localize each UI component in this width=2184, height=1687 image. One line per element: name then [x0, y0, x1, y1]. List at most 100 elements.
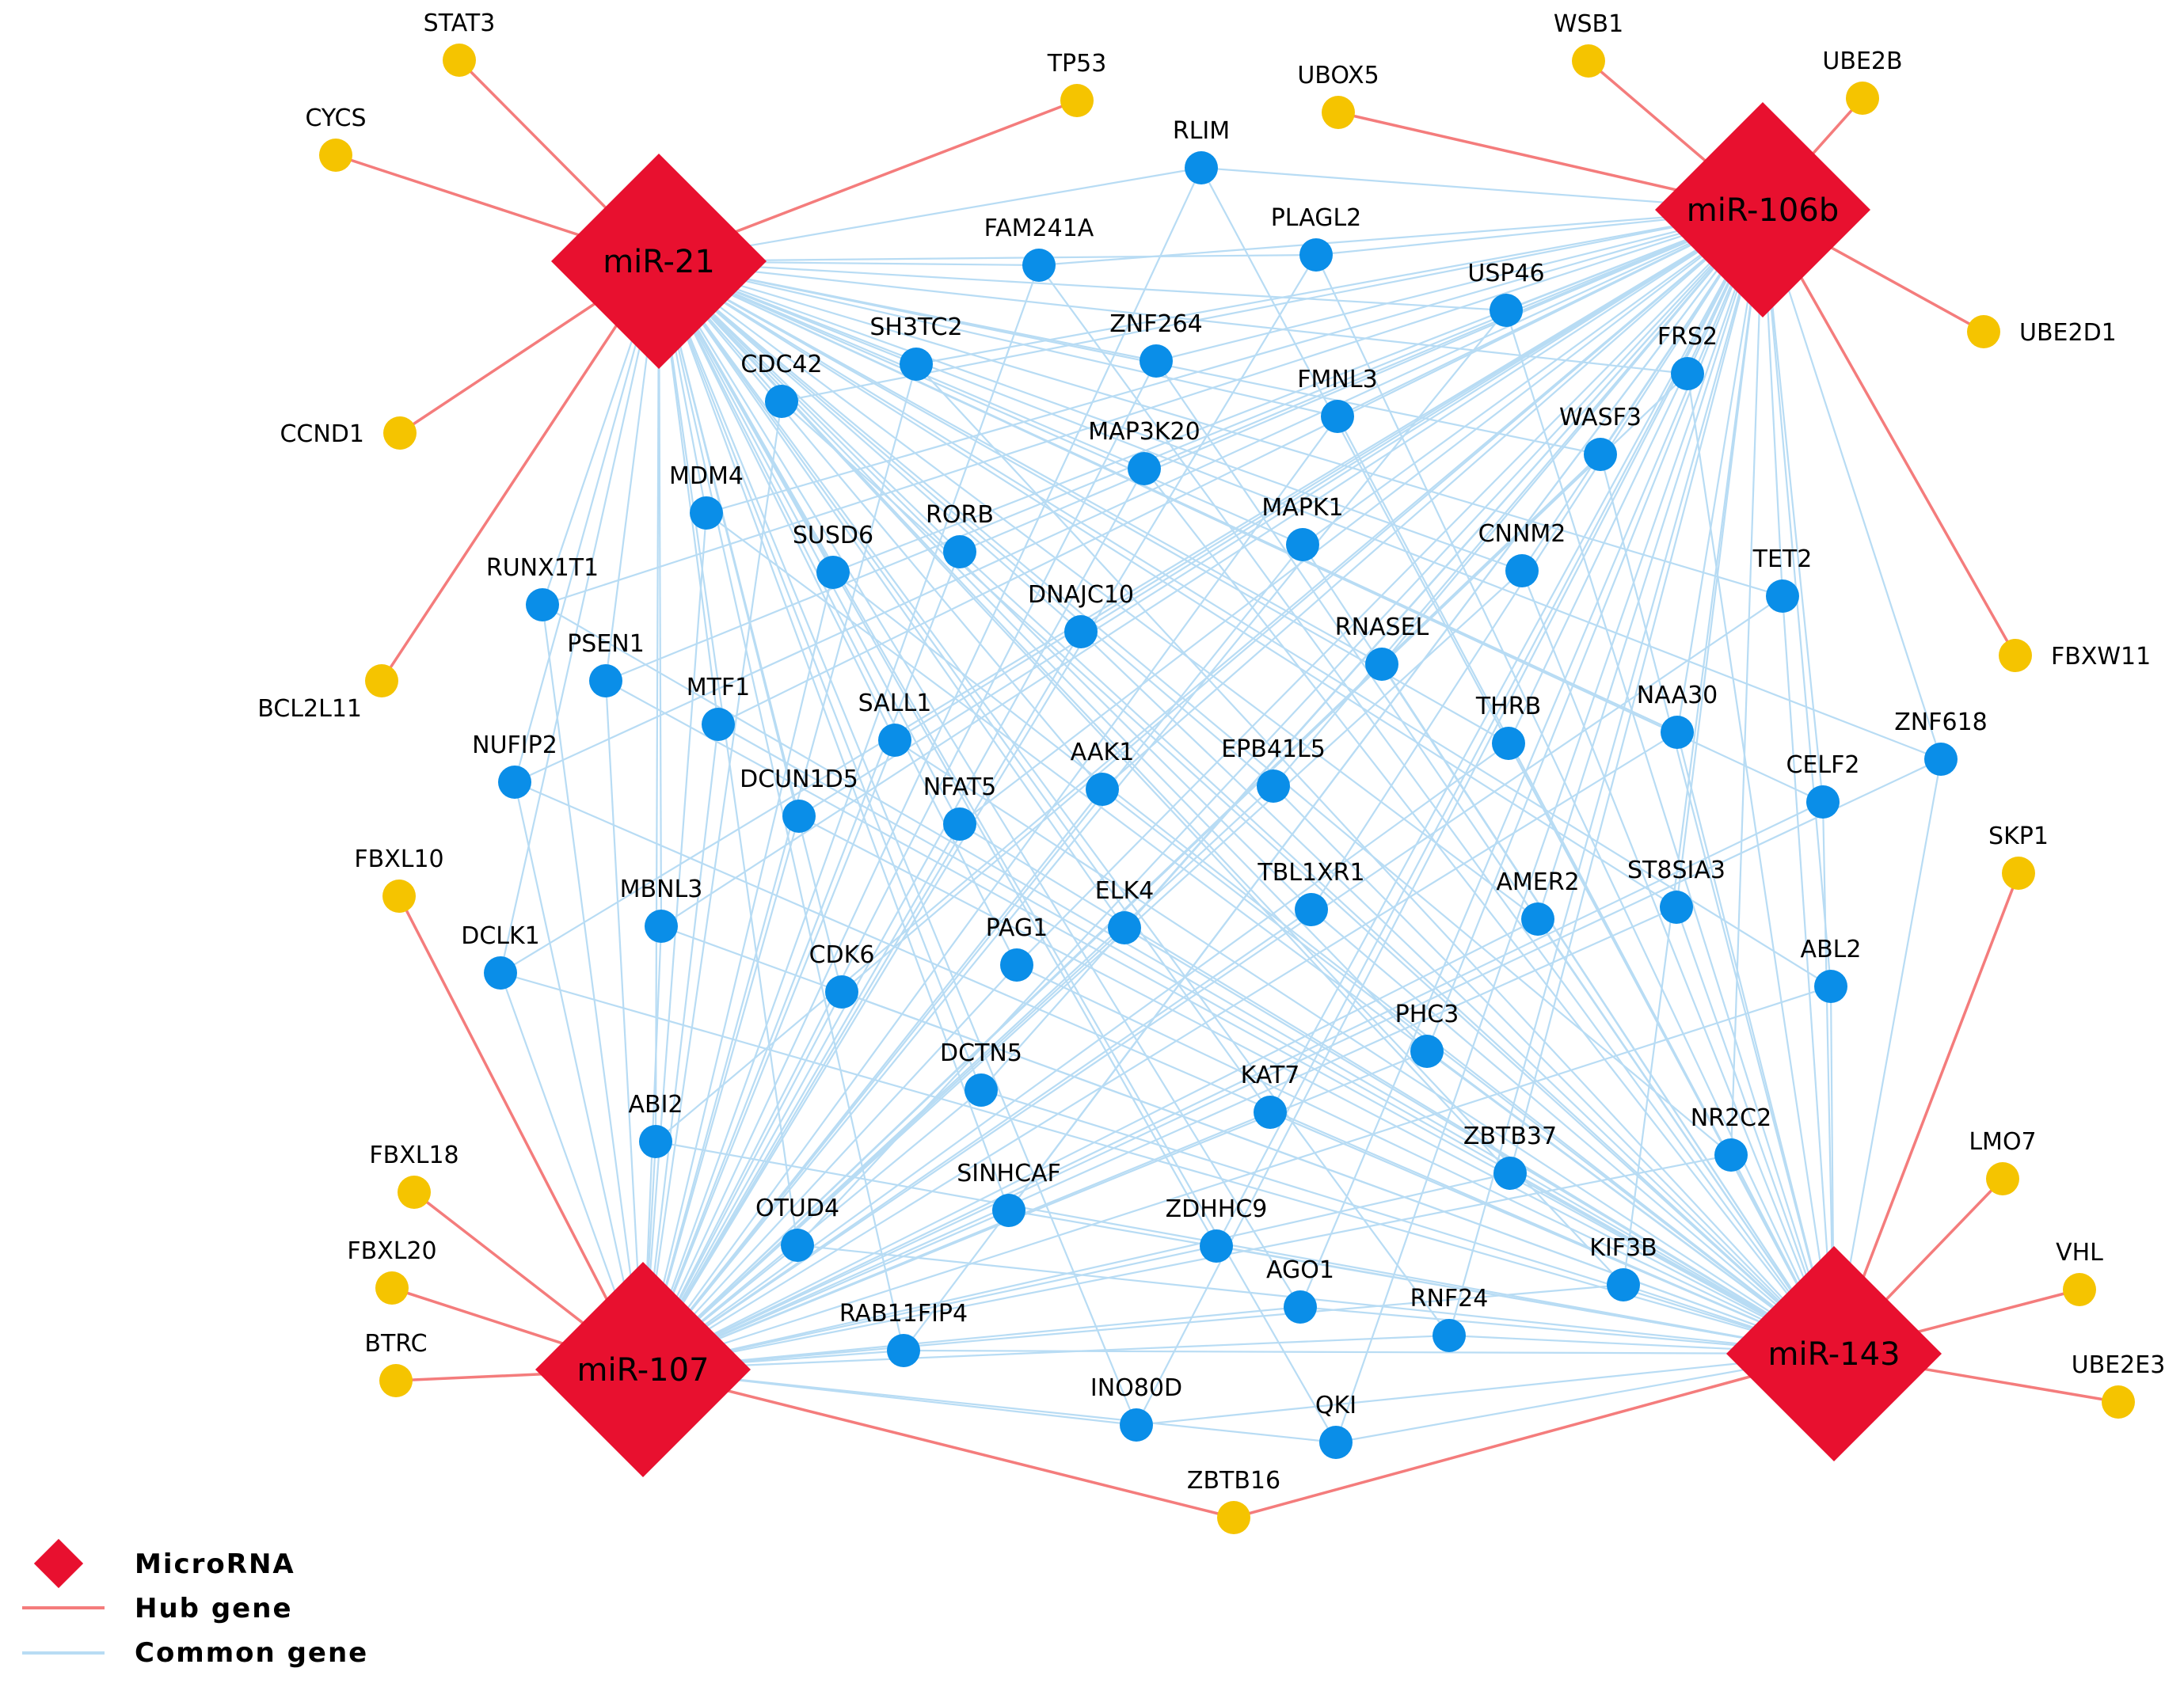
edge-mir-21-mapk1	[658, 260, 1303, 546]
edge-mir-143-tet2	[1781, 595, 1836, 1355]
common-gene-label-mdm4: MDM4	[669, 462, 744, 490]
common-gene-label-elk4: ELK4	[1095, 877, 1154, 905]
hub-gene-label-bcl2l11: BCL2L11	[257, 695, 362, 723]
common-gene-label-tbl1xr1: TBL1XR1	[1257, 859, 1364, 887]
common-gene-label-cdk6: CDK6	[809, 941, 875, 969]
common-gene-label-susd6: SUSD6	[793, 522, 873, 549]
common-gene-node-mbnl3	[645, 910, 678, 943]
edge-mir-143-dctn5	[980, 1089, 1835, 1355]
edge-mir-107-tbl1xr1	[642, 909, 1312, 1370]
edge-mir-106b-dctn5	[980, 209, 1764, 1091]
common-gene-node-mtf1	[702, 708, 735, 741]
legend-common-label: Common gene	[135, 1637, 368, 1669]
common-gene-node-sall1	[878, 724, 911, 757]
edge-mir-21-dnajc10	[658, 260, 1082, 633]
edge-mir-21-fmnl3	[658, 260, 1338, 418]
common-gene-label-dnajc10: DNAJC10	[1028, 581, 1134, 609]
common-gene-label-znf264: ZNF264	[1109, 310, 1203, 338]
edge-mir-143-phc3	[1426, 1051, 1835, 1355]
hub-gene-label-cycs: CYCS	[305, 104, 366, 132]
common-gene-label-dctn5: DCTN5	[940, 1039, 1022, 1067]
edge-mir-107-naa30	[642, 731, 1678, 1370]
common-gene-node-abl2	[1814, 970, 1847, 1003]
legend: MicroRNA Hub gene Common gene	[22, 1538, 368, 1669]
edge-mir-106b-rorb	[959, 208, 1764, 553]
common-gene-label-abi2: ABI2	[628, 1091, 683, 1119]
edge-mir-106b-kif3b	[1622, 209, 1764, 1286]
edge-mir-143-susd6	[832, 572, 1835, 1355]
edge-mir-143-runx1t1	[542, 604, 1835, 1355]
common-gene-node-nr2c2	[1714, 1138, 1748, 1172]
common-gene-node-znf264	[1140, 344, 1173, 378]
common-gene-label-map3k20: MAP3K20	[1088, 418, 1200, 446]
common-gene-label-ino80d: INO80D	[1090, 1374, 1182, 1402]
mirna-node-mir-107	[535, 1262, 751, 1477]
common-gene-label-znf618: ZNF618	[1894, 709, 1988, 736]
common-gene-node-dctn5	[965, 1073, 998, 1107]
edge-mir-21-nr2c2	[658, 260, 1732, 1156]
hub-gene-label-zbtb16: ZBTB16	[1187, 1467, 1280, 1495]
common-gene-node-mapk1	[1286, 528, 1319, 561]
common-gene-label-ago1: AGO1	[1266, 1256, 1334, 1284]
common-gene-node-epb41l5	[1257, 769, 1290, 803]
edge-mir-106b-znf264	[1155, 208, 1764, 363]
edge-mir-21-plagl2	[658, 253, 1317, 263]
edge-mir-21-tet2	[658, 260, 1783, 598]
edge-mir-21-tbl1xr1	[658, 260, 1312, 910]
common-gene-label-sh3tc2: SH3TC2	[869, 313, 962, 341]
common-gene-node-ago1	[1284, 1290, 1317, 1324]
common-gene-node-pag1	[1000, 948, 1033, 982]
common-gene-node-aak1	[1086, 773, 1119, 806]
edge-mir-143-rnasel	[1381, 663, 1835, 1355]
hub-gene-node-ccnd1	[383, 416, 417, 450]
edge-mir-143-cnnm2	[1520, 570, 1836, 1355]
common-gene-label-usp46: USP46	[1467, 260, 1544, 287]
edge-mir-107-znf264	[642, 360, 1157, 1370]
common-gene-label-pag1: PAG1	[986, 914, 1048, 942]
hub-gene-node-vhl	[2063, 1273, 2096, 1306]
edge-mir-107-elk4	[642, 927, 1125, 1370]
hub-gene-label-fbxl18: FBXL18	[369, 1142, 458, 1169]
common-gene-node-phc3	[1410, 1035, 1444, 1068]
edge-mir-21-wasf3	[658, 260, 1601, 456]
edge-mir-106b-rab11fip4	[903, 209, 1764, 1351]
common-gene-node-cnnm2	[1505, 554, 1539, 587]
hub-gene-label-ube2b: UBE2B	[1822, 47, 1902, 75]
common-gene-label-tet2: TET2	[1752, 545, 1813, 573]
edge-mir-143-rab11fip4	[903, 1349, 1835, 1355]
edge-mir-107-ago1	[642, 1305, 1301, 1371]
common-gene-node-map3k20	[1128, 452, 1161, 485]
common-gene-node-kat7	[1254, 1096, 1287, 1129]
edge-mir-21-nfat5	[658, 260, 961, 825]
common-gene-label-otud4: OTUD4	[755, 1195, 839, 1222]
common-gene-label-mtf1: MTF1	[687, 674, 751, 701]
common-gene-node-wasf3	[1584, 438, 1617, 471]
edge-mir-143-znf618	[1832, 758, 1942, 1355]
hub-gene-label-skp1: SKP1	[1988, 823, 2049, 850]
edge-mir-21-otud4	[657, 260, 799, 1246]
edge-mir-106b-epb41l5	[1273, 209, 1764, 787]
edge-mir-107-rnf24	[642, 1334, 1450, 1371]
edge-mir-143-amer2	[1537, 918, 1835, 1355]
edge-mir-106b-ago1	[1299, 209, 1764, 1308]
edge-mir-106b-susd6	[832, 208, 1764, 574]
hub-gene-label-tp53: TP53	[1047, 50, 1107, 78]
common-gene-node-rab11fip4	[887, 1334, 920, 1367]
hub-gene-node-fbxl18	[398, 1176, 431, 1209]
common-gene-label-cnnm2: CNNM2	[1478, 520, 1566, 548]
edge-mir-143-frs2	[1686, 373, 1836, 1355]
common-gene-label-kif3b: KIF3B	[1589, 1234, 1657, 1262]
edge-mir-107-znf618	[642, 758, 1942, 1370]
common-gene-node-st8sia3	[1660, 891, 1693, 924]
hub-gene-nodes: STAT3TP53CYCSCCND1BCL2L11UBOX5WSB1UBE2BU…	[257, 9, 2165, 1534]
common-gene-label-runx1t1: RUNX1T1	[486, 554, 599, 582]
hub-gene-label-ube2e3: UBE2E3	[2072, 1351, 2166, 1379]
common-gene-node-znf618	[1924, 743, 1958, 776]
mirna-label-mir-143: miR-143	[1767, 1336, 1900, 1373]
edge-mir-107-rorb	[641, 551, 961, 1370]
edge-mir-21-ago1	[658, 260, 1301, 1308]
edge-mir-107-susd6	[641, 572, 835, 1370]
common-gene-label-amer2: AMER2	[1496, 868, 1579, 896]
edge-mir-143-dcun1d5	[798, 815, 1835, 1355]
edge-mir-21-abi2	[654, 260, 660, 1142]
